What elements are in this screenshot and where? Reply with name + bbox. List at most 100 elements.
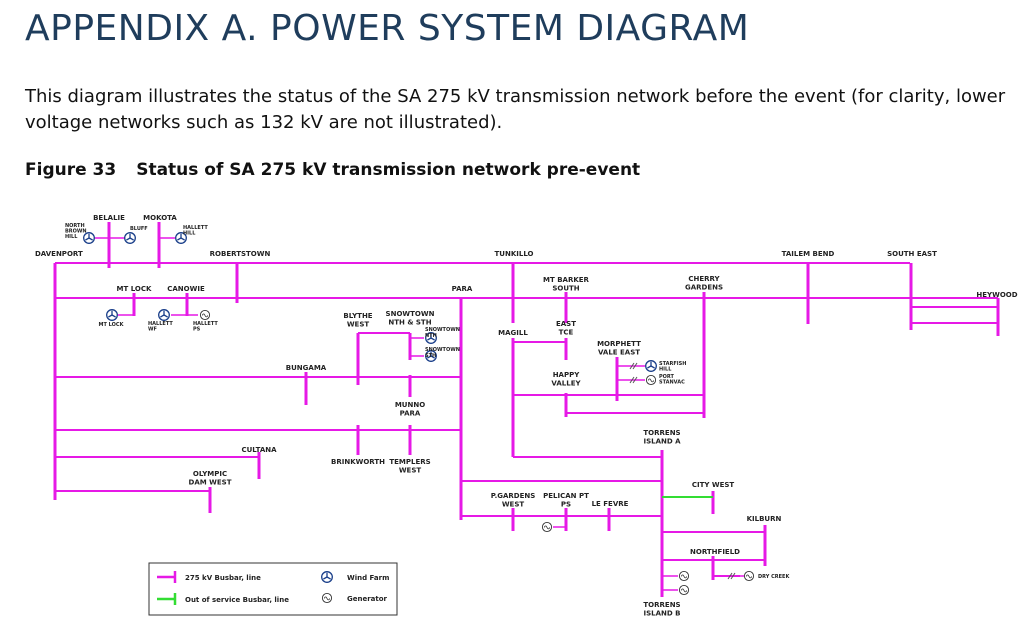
breaker-stroke (629, 376, 635, 384)
label-p-gardens-west: WEST (502, 501, 525, 509)
label-mt-barker-south: MT BARKER (543, 276, 590, 284)
wind-farm-icon-blade (111, 314, 116, 318)
label-happy-valley: VALLEY (551, 380, 581, 388)
wind-farm-icon-bluff (124, 232, 136, 244)
label-pelican-pt-ps: PELICAN PT (543, 492, 589, 500)
wind-farm-icon-blade (326, 576, 331, 580)
figure-number: Figure 33 (25, 160, 117, 180)
label-snowtown-sth: STH (425, 353, 436, 359)
label-north-brown-hill: BROWN (65, 229, 87, 235)
breaker-stroke (632, 362, 638, 370)
label-morphett-vale-east: VALE EAST (598, 349, 640, 357)
legend-generator-label: Generator (347, 595, 388, 603)
label-east-tce: EAST (556, 320, 576, 328)
label-canowie: CANOWIE (167, 285, 205, 293)
generator-icon-hallett-ps (199, 309, 211, 321)
wind-farm-icon-blade (430, 337, 435, 341)
label-hallett-hill: HILL (183, 231, 196, 237)
label-torrens-island-a: TORRENS (643, 429, 680, 437)
wind-farm-icon-blade (427, 337, 432, 341)
wind-farm-icon-blade (88, 237, 93, 241)
label-city-west: CITY WEST (692, 481, 735, 489)
label-snowtown-nth: SNOWTOWN (425, 327, 460, 333)
breaker-stroke (727, 572, 733, 580)
generator-icon-torrens-island-1 (678, 570, 690, 582)
label-munno-para: PARA (400, 410, 421, 418)
generator-icon-wave (745, 574, 753, 579)
label-olympic-dam-west: DAM WEST (189, 479, 232, 487)
breaker-starfish-hill (629, 362, 638, 370)
label-kilburn: KILBURN (747, 515, 782, 523)
label-torrens-island-b: ISLAND B (644, 610, 681, 618)
label-cultana: CULTANA (241, 446, 277, 454)
wind-farm-icon-blade (126, 237, 131, 241)
label-belalie: BELALIE (93, 214, 125, 222)
label-snowtown-nth: NTH (425, 333, 437, 339)
label-hallett-ps: PS (193, 327, 201, 333)
label-blythe-west: BLYTHE (343, 312, 372, 320)
wind-farm-icon-blade (427, 355, 432, 359)
label-mt-lock-wf: MT LOCK (99, 322, 125, 328)
wind-farm-icon-north-brown-hill (83, 232, 95, 244)
figure-title: Status of SA 275 kV transmission network… (136, 160, 641, 180)
label-torrens-island-a: ISLAND A (643, 438, 681, 446)
label-east-tce: TCE (559, 329, 574, 337)
page-title: APPENDIX A. POWER SYSTEM DIAGRAM (25, 8, 750, 49)
label-brinkworth: BRINKWORTH (331, 458, 385, 466)
label-hallett-wf: HALLETT (148, 321, 173, 327)
wind-farm-icon-blade (129, 237, 134, 241)
label-bluff: BLUFF (130, 226, 148, 232)
wind-farm-icon-blade (647, 365, 652, 369)
label-olympic-dam-west: OLYMPIC (193, 470, 227, 478)
wind-farm-icon-mt-lock (106, 309, 118, 321)
wind-farm-icon-blade (163, 314, 168, 318)
wind-farm-icon-blade (85, 237, 90, 241)
label-starfish-hill: STARFISH (659, 361, 686, 367)
generator-icon-wave (323, 596, 331, 601)
label-blythe-west: WEST (347, 321, 370, 329)
intro-paragraph: This diagram illustrates the status of t… (25, 86, 1006, 133)
generator-icon-torrens-island-2 (678, 584, 690, 596)
generator-icon-port-stanvac (645, 374, 657, 386)
label-north-brown-hill: NORTH (65, 223, 85, 229)
label-pelican-pt-ps: PS (561, 501, 571, 509)
generator-icon-wave (680, 588, 688, 593)
label-mokota: MOKOTA (143, 214, 177, 222)
label-davenport: DAVENPORT (35, 250, 83, 258)
label-para: PARA (452, 285, 473, 293)
label-heywood: HEYWOOD (976, 291, 1017, 299)
generator-icon-pelican-pt (541, 521, 553, 533)
wind-farm-icon-blade (160, 314, 165, 318)
legend-wind-farm-label: Wind Farm (347, 574, 389, 582)
generator-icon-wave (680, 574, 688, 579)
label-northfield: NORTHFIELD (690, 548, 740, 556)
label-north-brown-hill: HILL (65, 234, 78, 240)
generator-icon-wave (543, 525, 551, 530)
label-starfish-hill: HILL (659, 367, 672, 373)
wind-farm-icon-starfish-hill (645, 360, 657, 372)
label-munno-para: MUNNO (395, 401, 425, 409)
label-south-east: SOUTH EAST (887, 250, 937, 258)
wind-farm-icon-blade (323, 576, 328, 580)
wind-farm-icon-hallett-hill (175, 232, 187, 244)
wind-farm-icon-snowtown-nth (425, 332, 437, 344)
label-p-gardens-west: P.GARDENS (491, 492, 536, 500)
label-hallett-hill: HALLETT (183, 225, 208, 231)
breaker-dry-creek (727, 572, 736, 580)
label-morphett-vale-east: MORPHETT (597, 340, 641, 348)
breaker-port-stanvac (629, 376, 638, 384)
generator-icon-dry-creek (743, 570, 755, 582)
breaker-stroke (632, 376, 638, 384)
wind-farm-icon-blade (430, 355, 435, 359)
label-magill: MAGILL (498, 329, 528, 337)
label-robertstown: ROBERTSTOWN (210, 250, 271, 258)
label-happy-valley: HAPPY (553, 371, 581, 379)
wind-farm-icon-blade (650, 365, 655, 369)
label-mt-lock: MT LOCK (117, 285, 152, 293)
wind-farm-icon-snowtown-sth (425, 350, 437, 362)
label-port-stanvac: PORT (659, 374, 675, 380)
label-hallett-ps: HALLETT (193, 321, 218, 327)
label-snowtown-nth-sth: SNOWTOWN (386, 310, 435, 318)
